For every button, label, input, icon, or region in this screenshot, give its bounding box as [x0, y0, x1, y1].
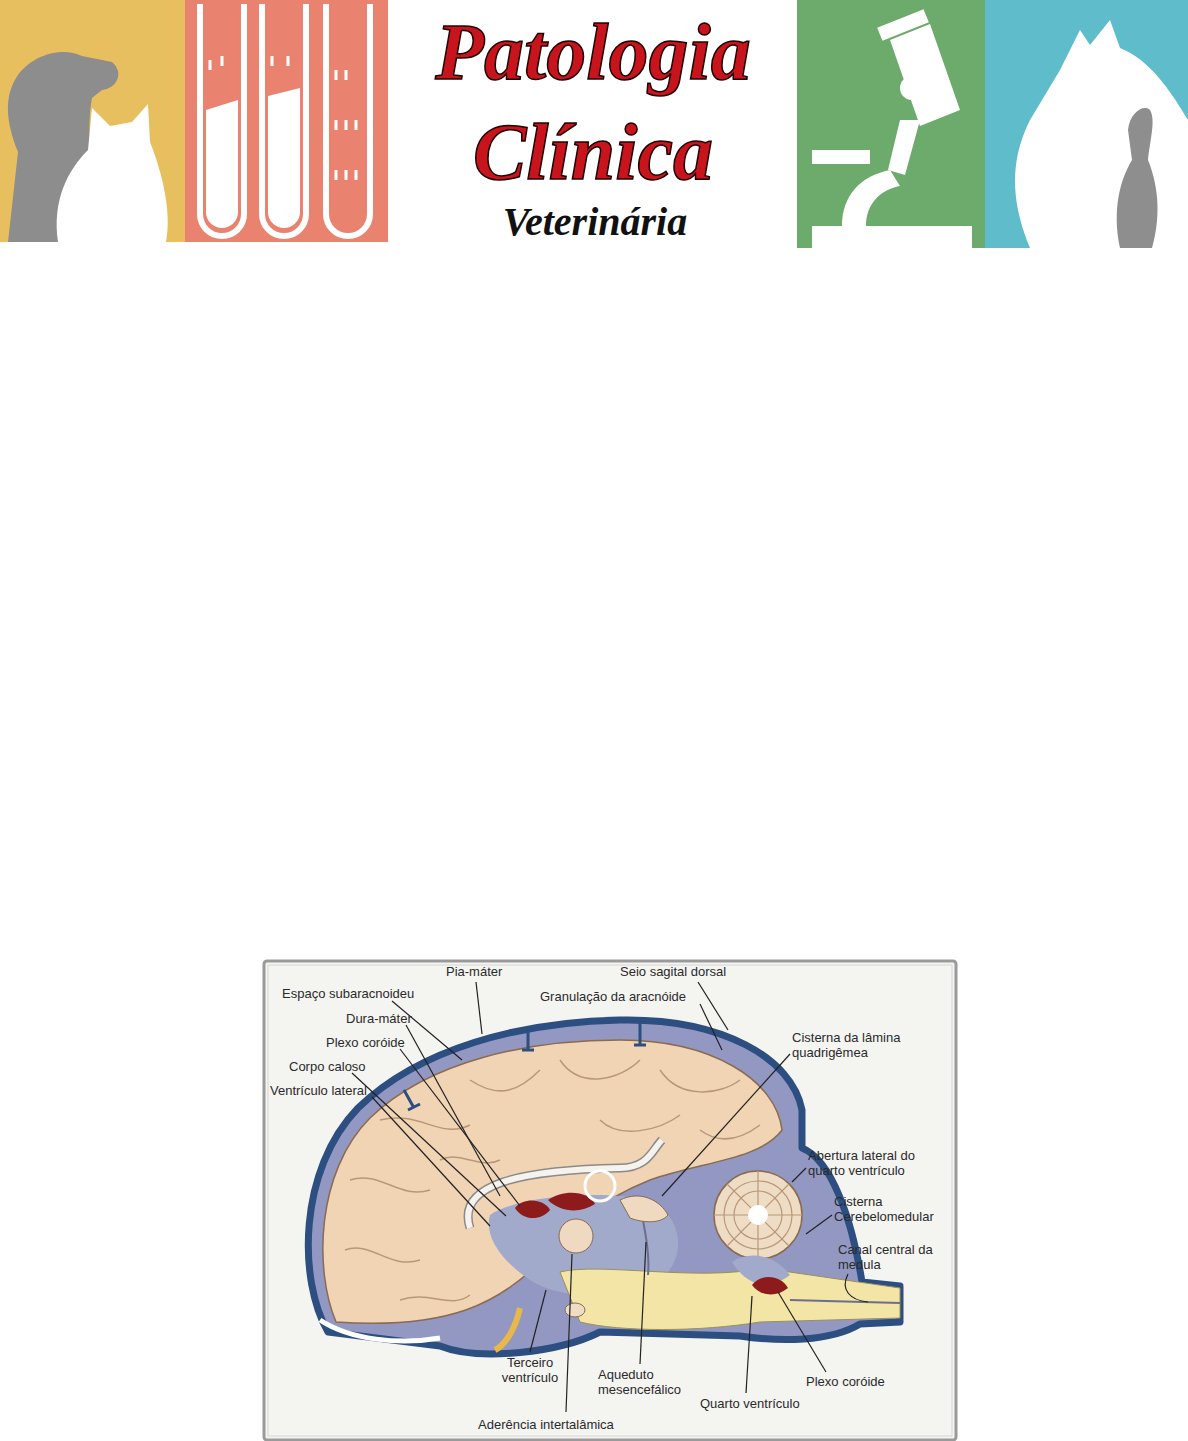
diagram-frame — [264, 961, 956, 1440]
part-label: Espaço subaracnoideu — [282, 986, 414, 1001]
part-label: Dura-máter — [346, 1011, 412, 1026]
banner-subtitle: Veterinária — [430, 200, 760, 244]
banner-title: Patologia Clínica — [398, 2, 788, 202]
part-label: Pia-máter — [446, 964, 502, 979]
part-label: Cisterna Cerebelomedular — [834, 1194, 952, 1224]
part-label: Terceiro ventrículo — [488, 1355, 572, 1385]
leader-lines — [352, 982, 868, 1412]
part-label: Aqueduto mesencefálico — [598, 1367, 694, 1397]
header-banner — [0, 0, 1188, 248]
part-label: Seio sagital dorsal — [620, 964, 726, 979]
part-label: Aderência intertalâmica — [478, 1417, 614, 1432]
part-label: Corpo caloso — [289, 1059, 366, 1074]
part-label: Abertura lateral do quarto ventrículo — [808, 1148, 948, 1178]
brain-illustration — [308, 1020, 900, 1354]
part-label: Canal central da medula — [838, 1242, 950, 1272]
part-label: Plexo coróide — [326, 1035, 405, 1050]
part-label: Granulação da aracnóide — [540, 989, 686, 1004]
part-label: Quarto ventrículo — [700, 1396, 800, 1411]
part-label: Cisterna da lâmina quadrigêmea — [792, 1030, 932, 1060]
part-label: Ventrículo lateral — [270, 1083, 367, 1098]
part-label: Plexo coróide — [806, 1374, 885, 1389]
